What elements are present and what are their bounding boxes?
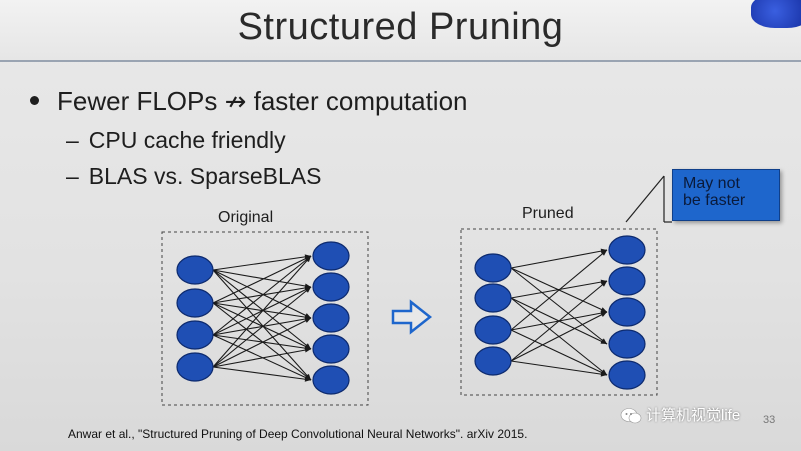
pruned-edge	[510, 267, 608, 345]
pruned-nodes	[474, 235, 646, 390]
pruned-edge-head	[600, 339, 607, 344]
pruned-edge-head	[600, 281, 607, 287]
may-not-be-faster-callout: May not be faster	[672, 169, 780, 221]
slide-title: Structured Pruning	[237, 6, 564, 48]
pruned-edge-head	[600, 371, 607, 377]
original-edge	[212, 255, 312, 271]
original-edge-head	[304, 318, 311, 323]
pruned-input-node	[474, 346, 512, 376]
watermark: 计算机视觉life	[620, 404, 740, 425]
original-edge	[212, 366, 312, 381]
citation-footer: Anwar et al., "Structured Pruning of Dee…	[68, 427, 528, 441]
original-label: Original	[218, 209, 274, 226]
pruned-output-node	[608, 360, 646, 390]
pruned-edge	[510, 329, 608, 376]
pruned-output-node	[608, 297, 646, 327]
original-edge-head	[304, 347, 311, 353]
original-output-node	[312, 365, 350, 395]
original-edge	[212, 269, 312, 319]
not-implies-arrow-icon: ↛	[224, 87, 247, 117]
pruned-label: Pruned	[522, 205, 574, 222]
wechat-icon	[620, 408, 642, 424]
original-network-box	[161, 231, 369, 406]
original-edge	[212, 255, 312, 368]
corner-decoration-icon	[751, 0, 801, 28]
pruned-edge-head	[600, 312, 607, 317]
sub-bullet-dash: –	[66, 127, 79, 153]
title-bar: Structured Pruning	[0, 0, 801, 62]
sub-bullet-text: BLAS vs. SparseBLAS	[88, 163, 322, 189]
callout-pointer-line	[625, 175, 665, 223]
watermark-text: 计算机视觉life	[646, 407, 741, 424]
pruned-network-box	[460, 228, 658, 396]
hollow-right-arrow-icon	[391, 299, 433, 335]
pruned-output-node	[608, 235, 646, 265]
sub-bullet-text: CPU cache friendly	[88, 127, 286, 153]
original-edge	[212, 269, 312, 381]
callout-line: May not	[683, 175, 740, 192]
original-edge	[212, 255, 312, 336]
pruned-output-node	[608, 329, 646, 359]
original-edge	[212, 348, 312, 368]
sub-bullet-dash: –	[66, 163, 79, 189]
callout-line: be faster	[683, 192, 746, 209]
original-output-node	[312, 241, 350, 271]
pruned-edge	[510, 280, 608, 362]
original-edge-head	[304, 287, 311, 293]
sub-bullet-cpu-cache: –CPU cache friendly	[66, 127, 286, 154]
original-edge	[212, 255, 312, 304]
original-nodes	[176, 241, 350, 395]
original-edges	[212, 254, 312, 382]
pruned-edge-head	[600, 307, 607, 312]
page-number: 33	[763, 414, 776, 426]
pruned-edge	[510, 311, 608, 362]
original-edge	[212, 269, 312, 350]
original-output-node	[312, 334, 350, 364]
pruned-edges	[510, 248, 608, 377]
original-edge	[212, 269, 312, 288]
original-output-node	[312, 272, 350, 302]
pruned-input-node	[474, 315, 512, 345]
pruned-edge-head	[600, 250, 607, 256]
original-input-node	[176, 320, 214, 350]
pruned-input-node	[474, 253, 512, 283]
pruned-edge	[510, 360, 608, 376]
original-edge-head	[305, 256, 311, 263]
sub-bullet-blas: –BLAS vs. SparseBLAS	[66, 163, 321, 190]
pruned-edge	[510, 249, 608, 269]
original-output-node	[312, 303, 350, 333]
original-edge-head	[304, 376, 311, 382]
bullet-text-before: Fewer FLOPs	[57, 86, 225, 116]
bullet-text-after: faster computation	[246, 86, 468, 116]
pruned-output-node	[608, 266, 646, 296]
bullet-dot-icon	[30, 95, 39, 105]
bullet-fewer-flops: Fewer FLOPs ↛ faster computation	[30, 86, 468, 117]
pruned-edge	[510, 249, 608, 331]
pruned-input-node	[474, 283, 512, 313]
original-edge	[212, 317, 312, 368]
original-input-node	[176, 352, 214, 382]
original-input-node	[176, 255, 214, 285]
original-input-node	[176, 288, 214, 318]
original-edge	[212, 286, 312, 368]
